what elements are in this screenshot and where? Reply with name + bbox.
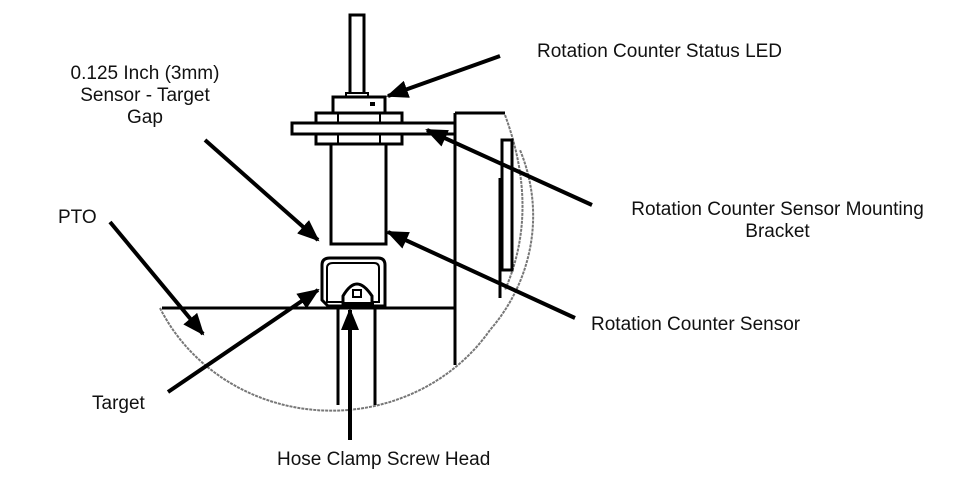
- sensor-body: [329, 142, 388, 246]
- arrow-icon: [386, 54, 501, 98]
- gap-label-line1: 0.125 Inch (3mm): [70, 63, 220, 84]
- arrow-icon: [203, 138, 320, 242]
- mounting-bracket-label-line2: Bracket: [745, 221, 810, 242]
- sensor-cable: [348, 13, 366, 97]
- status-led-housing: [331, 95, 387, 115]
- arrow-icon: [108, 220, 205, 336]
- pto-label: PTO: [58, 207, 97, 228]
- screw-head-label: Hose Clamp Screw Head: [277, 449, 491, 470]
- arrow-icon: [386, 230, 576, 320]
- detail-view-circle: [159, 149, 535, 412]
- gap-label: 0.125 Inch (3mm) Sensor - Target Gap: [55, 63, 235, 129]
- status-led: [370, 102, 375, 106]
- target-label: Target: [92, 393, 145, 414]
- sensor-label: Rotation Counter Sensor: [591, 314, 801, 335]
- mounting-bracket-label-line1: Rotation Counter Sensor Mounting: [631, 199, 924, 220]
- status-led-label: Rotation Counter Status LED: [537, 41, 783, 62]
- arrow-icon: [425, 128, 593, 207]
- mounting-bracket-label: Rotation Counter Sensor Mounting Bracket: [600, 199, 955, 243]
- mount-plate: [500, 138, 514, 272]
- gap-label-line2: Sensor - Target: [80, 85, 210, 106]
- arrow-icon: [166, 288, 320, 394]
- gap-label-line3: Gap: [127, 107, 163, 128]
